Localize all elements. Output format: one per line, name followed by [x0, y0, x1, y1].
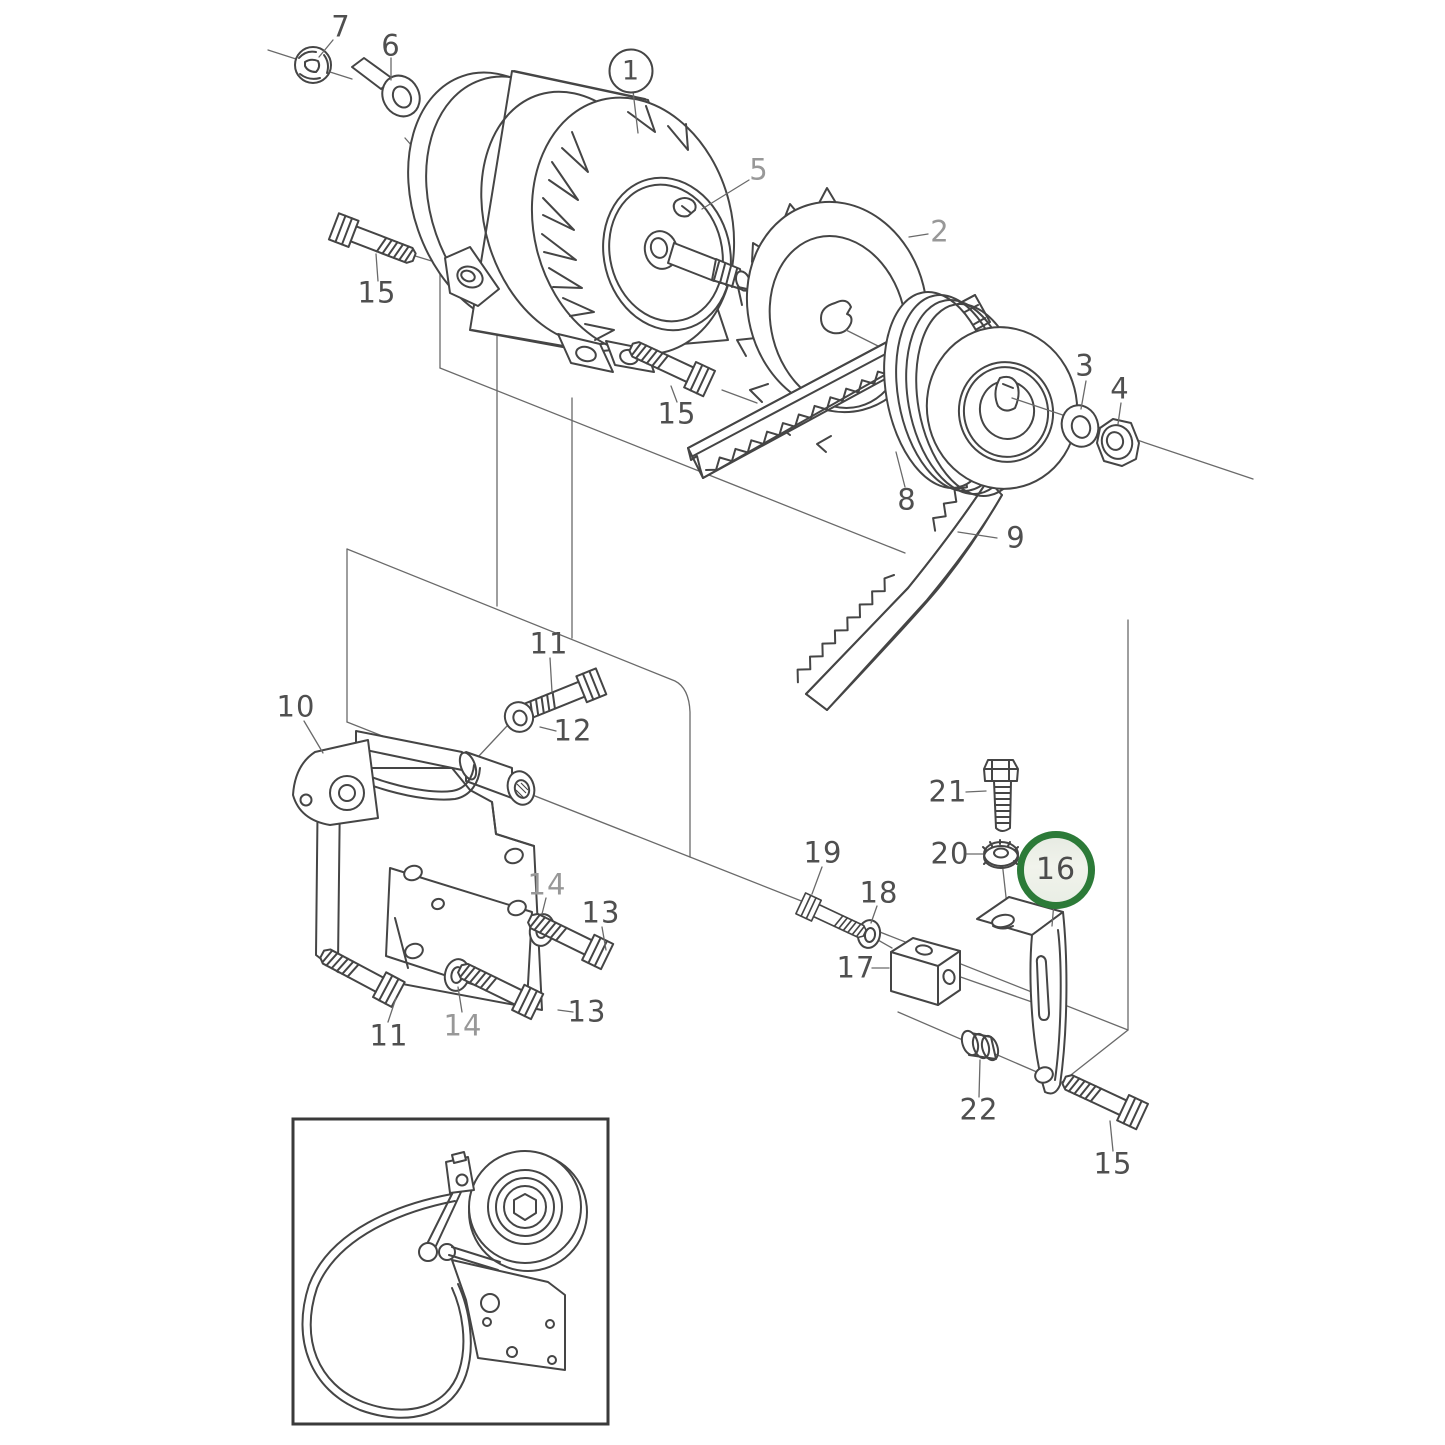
part-8-pulley: [883, 291, 1079, 497]
part-3-washer: [1060, 404, 1100, 448]
part-7-nut: [294, 46, 332, 84]
callout-18[interactable]: 18: [859, 875, 899, 910]
part-21-bolt: [983, 759, 1019, 832]
callout-6[interactable]: 6: [381, 28, 401, 63]
callout-13[interactable]: 13: [567, 994, 607, 1029]
callout-11[interactable]: 11: [529, 626, 569, 661]
callout-15[interactable]: 15: [1093, 1146, 1133, 1181]
part-5-key: [672, 197, 697, 218]
callout-4[interactable]: 4: [1110, 371, 1130, 406]
part-19-bolt: [795, 892, 871, 945]
part-17-square-nut: [890, 937, 961, 1006]
part-1-alternator: [407, 70, 769, 373]
part-12-washer: [503, 701, 535, 733]
callout-17[interactable]: 17: [836, 950, 876, 985]
part-16-adjusting-bracket: [976, 896, 1068, 1095]
callout-22[interactable]: 22: [959, 1092, 999, 1127]
part-4-nut: [1096, 418, 1140, 467]
callout-15[interactable]: 15: [357, 275, 397, 310]
callout-16-highlighted[interactable]: 16: [1017, 831, 1095, 909]
callout-1[interactable]: 1: [608, 48, 654, 94]
callout-7[interactable]: 7: [331, 9, 351, 44]
callout-20[interactable]: 20: [930, 836, 970, 871]
callout-15[interactable]: 15: [657, 396, 697, 431]
callout-19[interactable]: 19: [803, 835, 843, 870]
part-20-spring-washer: [982, 839, 1019, 869]
callout-11[interactable]: 11: [369, 1018, 409, 1053]
callout-12[interactable]: 12: [553, 713, 593, 748]
part-6-eye-terminal: [329, 57, 421, 118]
part-22-bushing: [960, 1029, 1000, 1062]
part-15-bolt-left: [327, 212, 421, 272]
callout-3[interactable]: 3: [1075, 348, 1095, 383]
belt-routing-inset: [291, 1117, 610, 1426]
callout-10[interactable]: 10: [276, 689, 316, 724]
callout-2[interactable]: 2: [930, 214, 950, 249]
callout-9[interactable]: 9: [1006, 520, 1026, 555]
fan-fins: [541, 105, 689, 341]
callout-13[interactable]: 13: [581, 895, 621, 930]
callout-14[interactable]: 14: [443, 1008, 483, 1043]
part-10-mounting-bracket: [292, 730, 543, 1011]
callout-8[interactable]: 8: [897, 482, 917, 517]
part-15-bolt-bottom-right: [1057, 1066, 1150, 1131]
callout-5[interactable]: 5: [749, 152, 769, 187]
callout-21[interactable]: 21: [928, 774, 968, 809]
callout-14[interactable]: 14: [527, 867, 567, 902]
